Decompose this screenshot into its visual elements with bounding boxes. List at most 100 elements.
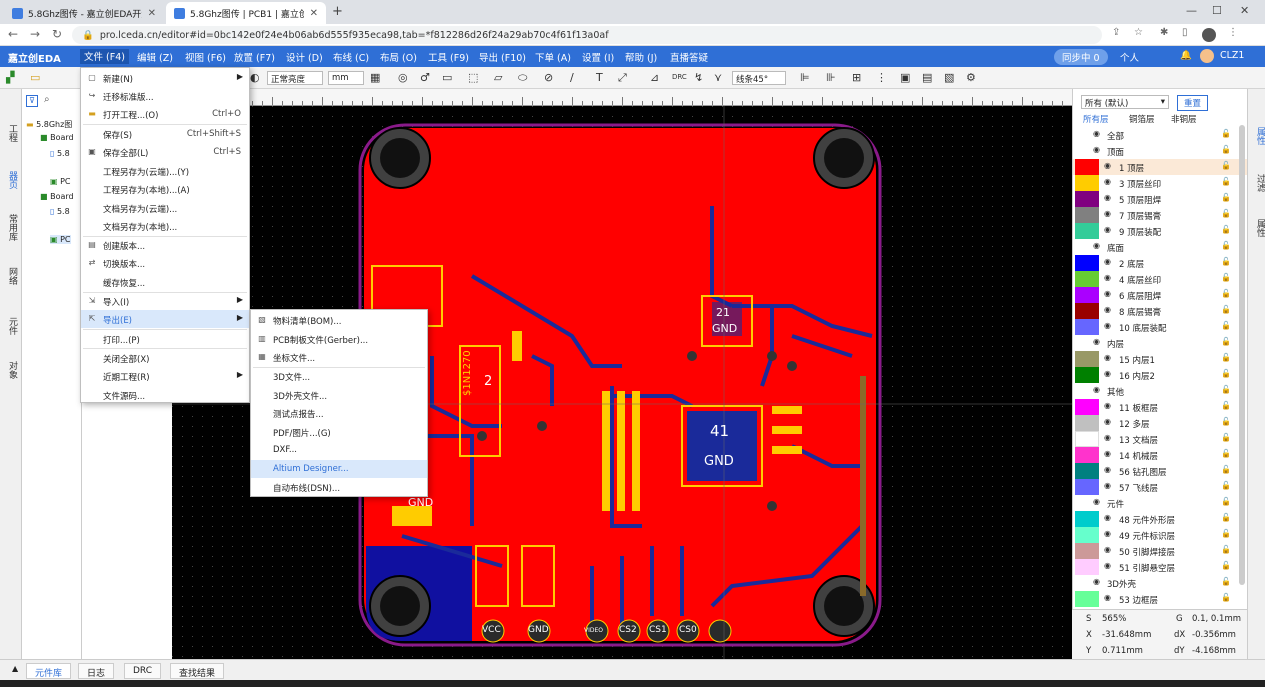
menu-item-open[interactable]: ▬打开工程...(O)Ctrl+O [88, 109, 241, 121]
layer-row[interactable]: ◉1 顶层🔓 [1073, 159, 1247, 175]
menu-layout[interactable]: 布局 (O) [380, 53, 417, 64]
layer-color-swatch[interactable] [1075, 207, 1099, 223]
star-icon[interactable]: ☆ [1134, 27, 1143, 38]
lock-icon[interactable]: 🔓 [1221, 209, 1231, 218]
tab-log[interactable]: 日志 [78, 663, 115, 679]
eye-icon[interactable]: ◉ [1104, 465, 1111, 474]
menu-file[interactable]: 文件 (F4) [80, 49, 129, 64]
lock-icon[interactable]: 🔓 [1221, 497, 1231, 506]
layer-group[interactable]: ◉底面🔓 [1073, 239, 1247, 255]
layer-color-swatch[interactable] [1075, 463, 1099, 479]
menu-item-cache-restore[interactable]: 缓存恢复... [103, 279, 146, 289]
extensions-icon[interactable]: ✱ [1160, 27, 1169, 38]
layer-group[interactable]: ◉全部🔓 [1073, 127, 1247, 143]
sidebar-icon[interactable]: ▯ [1182, 27, 1188, 38]
window-minimize-icon[interactable]: — [1186, 4, 1197, 17]
eye-icon[interactable]: ◉ [1093, 577, 1100, 586]
lock-icon[interactable]: 🔓 [1221, 529, 1231, 538]
lock-icon[interactable]: 🔓 [1221, 337, 1231, 346]
layer-row[interactable]: ◉10 底层装配🔓 [1073, 319, 1247, 335]
tree-item-selected[interactable]: ▣ PC [50, 235, 71, 244]
layer-row[interactable]: ◉51 引脚悬空层🔓 [1073, 559, 1247, 575]
menu-design[interactable]: 设计 (D) [286, 53, 323, 64]
rect-icon[interactable]: ▭ [442, 71, 453, 84]
tree-item[interactable]: ▯ 5.8 [50, 149, 70, 158]
layer-group[interactable]: ◉其他🔓 [1073, 383, 1247, 399]
menu-item-print[interactable]: 打印...(P) [103, 336, 140, 346]
menu-tools[interactable]: 工具 (F9) [428, 53, 469, 64]
layer-color-swatch[interactable] [1075, 591, 1099, 607]
tab-attributes[interactable]: 属性 [1255, 219, 1265, 237]
ellipse-icon[interactable]: ⬭ [518, 71, 528, 84]
layer-color-swatch[interactable] [1075, 223, 1099, 239]
layer-row[interactable]: ◉4 底层丝印🔓 [1073, 271, 1247, 287]
export-pdf-image[interactable]: PDF/图片...(G) [273, 429, 331, 439]
tab-pages[interactable]: 器页 [7, 171, 17, 189]
export-dxf[interactable]: DXF... [273, 445, 297, 455]
menu-item-migrate[interactable]: ↪迁移标准版... [88, 91, 154, 103]
tab-copper-layers[interactable]: 铜箔层 [1129, 115, 1155, 125]
eye-icon[interactable]: ◉ [1104, 513, 1111, 522]
export-altium[interactable]: Altium Designer... [251, 460, 427, 478]
tab-component-library[interactable]: 元件库 [26, 663, 72, 679]
tree-item[interactable]: ▬ 5.8Ghz图 [26, 120, 73, 129]
lock-icon[interactable]: 🔓 [1221, 417, 1231, 426]
tab-drc[interactable]: DRC [124, 663, 162, 679]
layer-row[interactable]: ◉14 机械层🔓 [1073, 447, 1247, 463]
arrange-icon[interactable]: ⊞ [852, 71, 862, 84]
layer-color-swatch[interactable] [1075, 543, 1099, 559]
layer-color-swatch[interactable] [1075, 527, 1099, 543]
export-3d-shell[interactable]: 3D外壳文件... [273, 392, 328, 402]
browser-menu-icon[interactable]: ⋮ [1228, 27, 1238, 38]
measure-icon[interactable]: ⊿ [650, 71, 660, 84]
layer-row[interactable]: ◉11 板框层🔓 [1073, 399, 1247, 415]
lock-icon[interactable]: 🔓 [1221, 289, 1231, 298]
layer-row[interactable]: ◉12 多层🔓 [1073, 415, 1247, 431]
layer-row[interactable]: ◉9 顶层装配🔓 [1073, 223, 1247, 239]
eye-icon[interactable]: ◉ [1104, 593, 1111, 602]
forward-icon[interactable]: → [30, 27, 41, 41]
layer-row[interactable]: ◉49 元件标识层🔓 [1073, 527, 1247, 543]
dimension-icon[interactable]: ⤢ [618, 71, 627, 84]
tab-non-copper-layers[interactable]: 非铜层 [1171, 115, 1197, 125]
menu-item-save[interactable]: 保存(S)Ctrl+Shift+S [103, 129, 241, 141]
tab-net[interactable]: 网络 [7, 267, 17, 285]
polygon-icon[interactable]: ▱ [494, 71, 503, 84]
layer-color-swatch[interactable] [1075, 511, 1099, 527]
layer-list-scrollbar[interactable] [1239, 125, 1245, 585]
eye-icon[interactable]: ◉ [1104, 449, 1111, 458]
layer-row[interactable]: ◉13 文档层🔓 [1073, 431, 1247, 447]
text-icon[interactable]: T [596, 71, 603, 84]
new-document-icon[interactable]: ▞ [6, 71, 15, 84]
window-maximize-icon[interactable]: ☐ [1212, 4, 1222, 17]
brightness-select[interactable]: 正常亮度 [267, 71, 323, 85]
reload-icon[interactable]: ↻ [52, 27, 63, 41]
lock-icon[interactable]: 🔓 [1221, 129, 1231, 138]
menu-item-recent[interactable]: 近期工程(R)▶ [103, 370, 243, 383]
filter-icon[interactable]: ⊽ [26, 95, 38, 107]
eye-icon[interactable]: ◉ [1093, 497, 1100, 506]
lock-icon[interactable]: 🔓 [1221, 225, 1231, 234]
tab-common-lib[interactable]: 常用库 [7, 214, 17, 241]
lock-icon[interactable]: 🔓 [1221, 145, 1231, 154]
lock-icon[interactable]: 🔓 [1221, 433, 1231, 442]
layer-color-swatch[interactable] [1075, 415, 1099, 431]
lock-icon[interactable]: 🔓 [1221, 193, 1231, 202]
tab-filter[interactable]: 过滤 [1255, 174, 1265, 192]
menu-live[interactable]: 直播答疑 [670, 53, 709, 64]
new-tab-icon[interactable]: + [332, 4, 343, 19]
personal-menu[interactable]: 个人 [1120, 53, 1140, 64]
export-coordinates[interactable]: ▦坐标文件... [258, 352, 316, 364]
eye-icon[interactable]: ◉ [1093, 385, 1100, 394]
eye-icon[interactable]: ◉ [1104, 209, 1111, 218]
export-bom[interactable]: ▧物料清单(BOM)... [258, 315, 342, 327]
menu-item-save-doc-local[interactable]: 文档另存为(本地)... [103, 223, 178, 233]
menu-settings[interactable]: 设置 (I) [582, 53, 615, 64]
eye-icon[interactable]: ◉ [1104, 561, 1111, 570]
eye-icon[interactable]: ◉ [1104, 417, 1111, 426]
region-icon[interactable]: ⬚ [468, 71, 479, 84]
eye-icon[interactable]: ◉ [1104, 321, 1111, 330]
open-folder-icon[interactable]: ▭ [30, 71, 41, 84]
tab-search-results[interactable]: 查找结果 [170, 663, 225, 679]
align-icon[interactable]: ⊫ [800, 71, 810, 84]
